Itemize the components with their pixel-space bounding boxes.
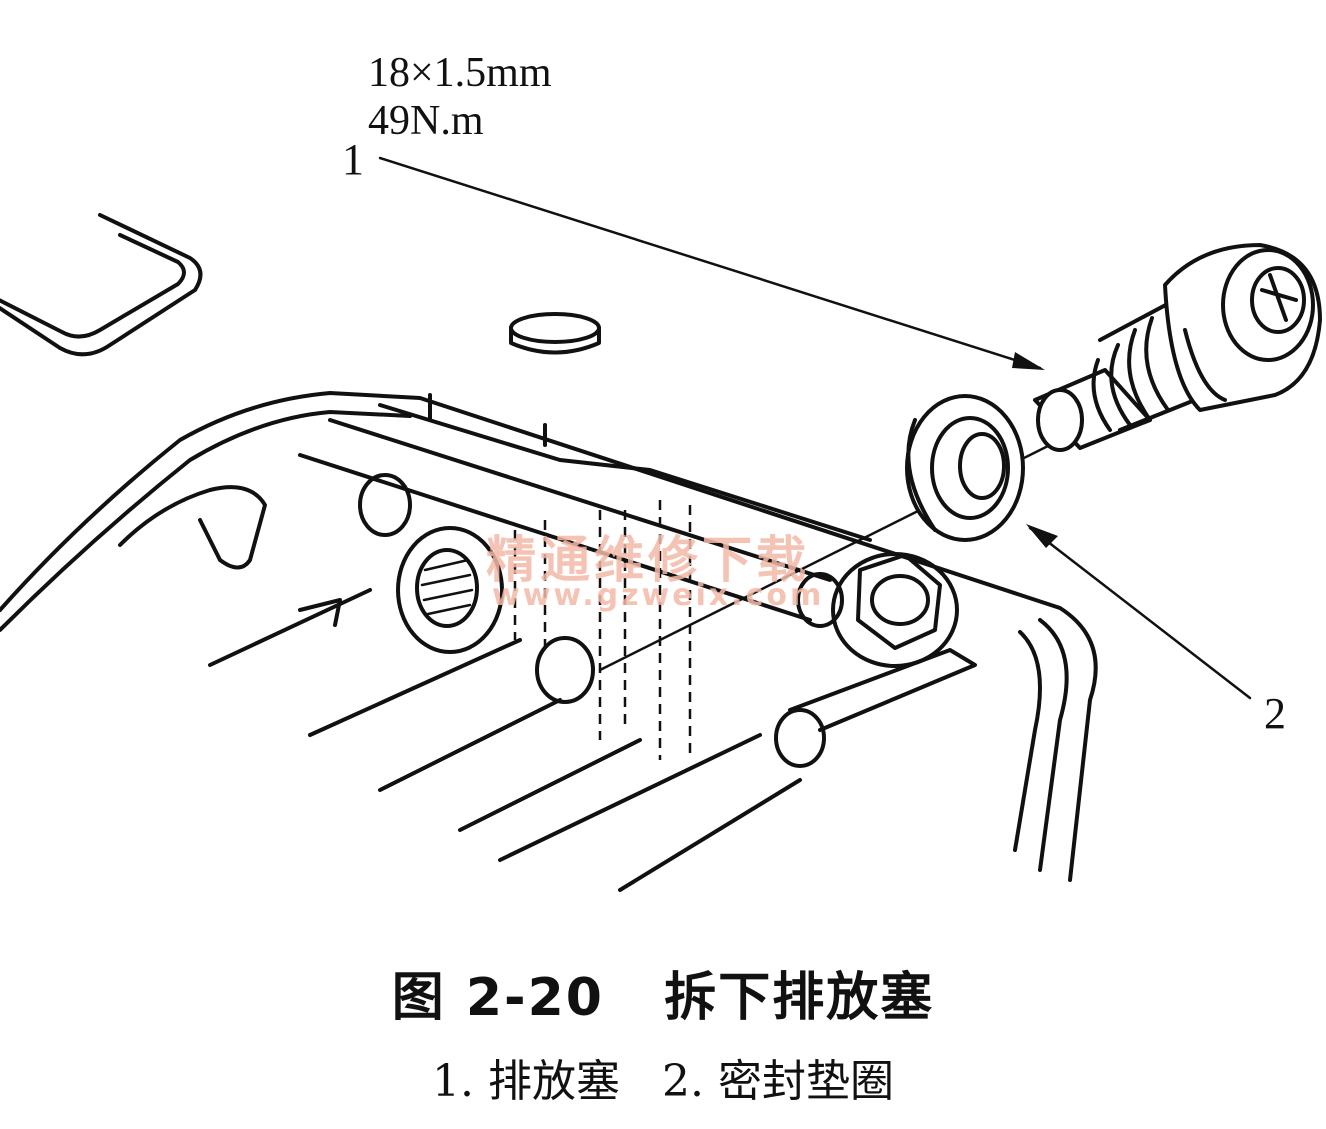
figure-title: 图 2-20 拆下排放塞 <box>391 968 935 1028</box>
drain-hole-outer <box>396 526 504 654</box>
pan-rib-4 <box>458 738 642 832</box>
pan-rib-5 <box>498 733 762 862</box>
drain-plug-illustration <box>0 156 1322 892</box>
boss-left <box>358 473 412 537</box>
pan-rib-3 <box>378 698 562 792</box>
pan-reinforcing-bar <box>298 418 832 622</box>
cap-disk-side <box>509 326 601 355</box>
sealing-washer <box>905 394 1025 542</box>
boss-mid <box>535 636 595 704</box>
pan-rib-6 <box>618 778 802 892</box>
pan-rib-1 <box>208 588 372 667</box>
leader-line-2 <box>1028 526 1252 700</box>
boss-right <box>774 708 826 768</box>
drain-hole-inner <box>415 548 479 628</box>
pan-bolt-washer <box>831 552 959 668</box>
oil-pan-edge <box>0 391 1098 882</box>
figure-caption: 1. 排放塞 2. 密封垫圈 <box>432 1056 894 1107</box>
callout-number-2: 2 <box>1264 689 1286 738</box>
callout-number-1: 1 <box>342 135 364 184</box>
leader-line-1 <box>378 156 1042 370</box>
pan-bolt-hex <box>856 553 942 650</box>
torque-spec-label: 49N.m <box>368 98 484 144</box>
watermark-text: 精通维修下载 <box>486 531 810 589</box>
pan-bracket-inner <box>0 233 186 339</box>
oil-pan-rim <box>0 410 412 632</box>
drain-plug <box>1033 243 1322 452</box>
leader-arrow-1 <box>1012 352 1045 370</box>
pan-rib-2 <box>308 638 522 737</box>
pan-bracket <box>0 213 203 357</box>
leader-arrow-2 <box>1026 524 1058 548</box>
cap-disk-top <box>509 312 601 344</box>
watermark-url: www.gzweix.com <box>492 578 825 613</box>
thread-spec-label: 18×1.5mm <box>368 50 552 96</box>
oil-pan-right-flange <box>1038 618 1069 872</box>
oil-pan-inner-wall <box>118 485 267 570</box>
